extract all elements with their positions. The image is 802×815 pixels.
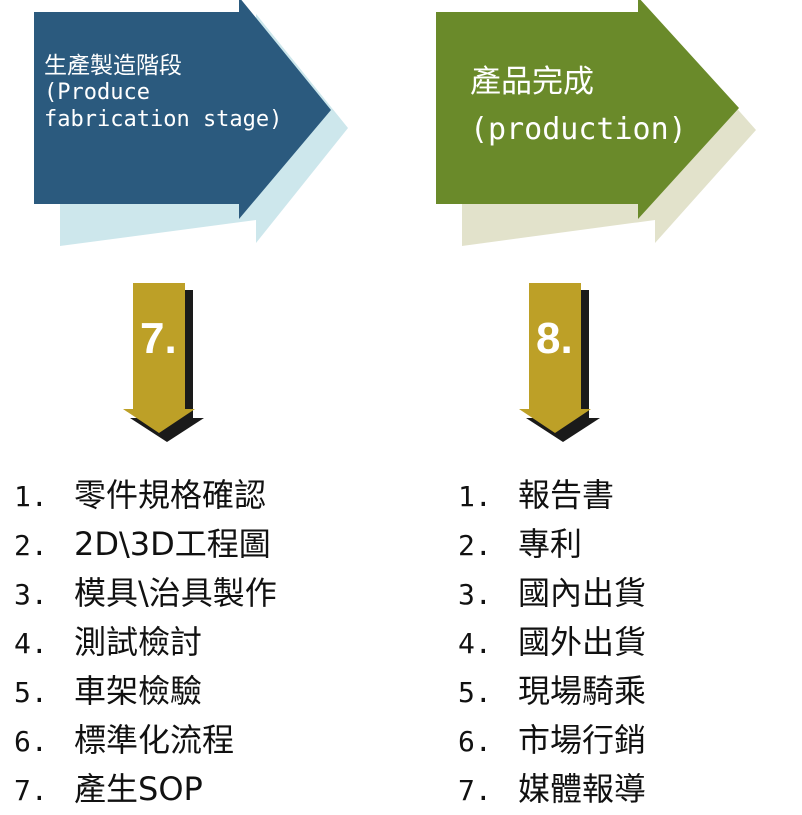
right-arrow-subtitle: (production)	[470, 111, 687, 147]
list-item-number: 2.	[458, 529, 492, 562]
list-item-number: 7.	[458, 774, 492, 807]
list-item-number: 2.	[14, 529, 48, 562]
right-arrow-label: 產品完成 (production)	[470, 64, 687, 148]
list-item-number: 5.	[14, 676, 48, 709]
list-item-number: 3.	[458, 578, 492, 611]
step-7-number: 7.	[140, 314, 177, 363]
list-item-text: 標準化流程	[74, 721, 235, 759]
list-item-text: 市場行銷	[518, 721, 647, 759]
list-item-text: 現場騎乘	[518, 672, 647, 710]
list-item-text: 模具\治具製作	[74, 574, 277, 612]
left-arrow-subtitle-line1: (Produce	[44, 80, 150, 106]
right-arrow-body	[436, 0, 739, 219]
step-8-arrow-body	[519, 283, 591, 433]
production-steps-list: 1. 零件規格確認 2. 2D\3D工程圖 3. 模具\治具製作 4. 測試檢討 5. 車…	[14, 471, 277, 814]
list-item: 6. 市場行銷	[458, 716, 646, 765]
left-arrow-body	[34, 0, 331, 219]
list-item-number: 4.	[458, 627, 492, 660]
list-item: 5. 車架檢驗	[14, 667, 277, 716]
list-item: 2. 2D\3D工程圖	[14, 520, 277, 569]
list-item-number: 1.	[14, 480, 48, 513]
step-8-number: 8.	[536, 314, 573, 363]
list-item-text: 測試檢討	[74, 623, 203, 661]
list-item-number: 6.	[14, 725, 48, 758]
list-item: 1. 報告書	[458, 471, 646, 520]
list-item-number: 6.	[458, 725, 492, 758]
list-item-text: 國內出貨	[518, 574, 647, 612]
list-item-text: 國外出貨	[518, 623, 647, 661]
list-item: 7. 媒體報導	[458, 765, 646, 814]
list-item-number: 4.	[14, 627, 48, 660]
list-item-text: 報告書	[518, 476, 615, 514]
list-item: 6. 標準化流程	[14, 716, 277, 765]
right-arrow-title: 產品完成	[470, 64, 594, 100]
list-item-text: 2D\3D工程圖	[74, 525, 271, 563]
left-arrow-subtitle-line2: fabrication stage)	[44, 106, 283, 132]
list-item-number: 7.	[14, 774, 48, 807]
list-item: 2. 專利	[458, 520, 646, 569]
list-item-text: 車架檢驗	[74, 672, 203, 710]
list-item-number: 3.	[14, 578, 48, 611]
step-7-arrow-body	[123, 283, 195, 433]
list-item: 1. 零件規格確認	[14, 471, 277, 520]
left-arrow-title: 生產製造階段	[44, 53, 182, 79]
left-arrow-label: 生產製造階段 (Produce fabrication stage)	[44, 52, 282, 134]
list-item-text: 專利	[518, 525, 583, 563]
list-item: 3. 國內出貨	[458, 569, 646, 618]
list-item-text: 零件規格確認	[74, 476, 267, 514]
list-item: 5. 現場騎乘	[458, 667, 646, 716]
list-item: 4. 國外出貨	[458, 618, 646, 667]
list-item-text: 產生SOP	[74, 770, 203, 808]
list-item: 4. 測試檢討	[14, 618, 277, 667]
list-item-number: 1.	[458, 480, 492, 513]
list-item: 7. 產生SOP	[14, 765, 277, 814]
completion-steps-list: 1. 報告書 2. 專利 3. 國內出貨 4. 國外出貨 5. 現場騎乘 6. 市場行銷 7…	[458, 471, 646, 814]
list-item-number: 5.	[458, 676, 492, 709]
list-item: 3. 模具\治具製作	[14, 569, 277, 618]
list-item-text: 媒體報導	[518, 770, 647, 808]
